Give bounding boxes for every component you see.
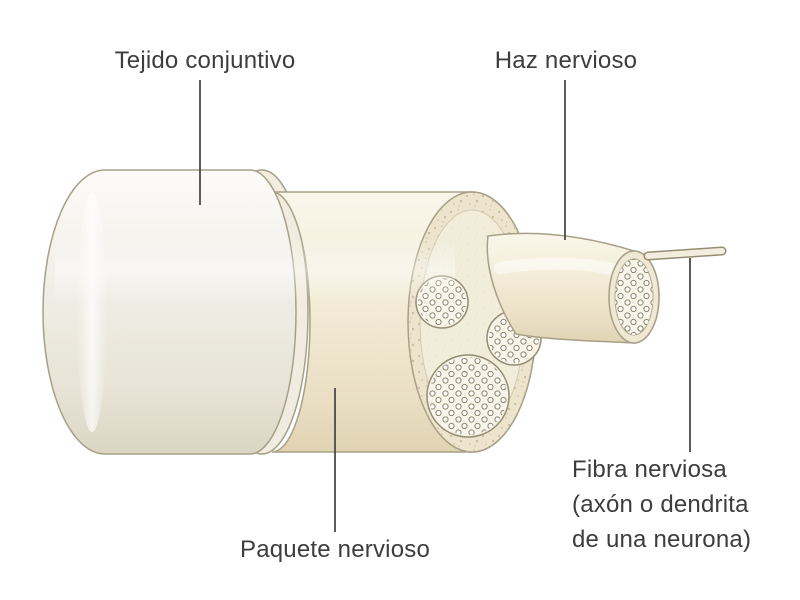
nerve-packet-label: Paquete nervioso <box>240 536 430 563</box>
nerve-fiber-rod <box>643 246 727 261</box>
nerve-bundle-label: Haz nervioso <box>494 47 638 74</box>
highlight-band <box>55 238 455 302</box>
nerve-fiber-label-line2: (axón o dendrita <box>572 491 749 518</box>
connective-tissue-sheath <box>42 169 297 455</box>
nerve-fiber-label: Fibra nerviosa (axón o dendrita de una n… <box>572 452 751 557</box>
connective-tissue-label: Tejido conjuntivo <box>114 47 296 74</box>
nerve-fiber-label-line1: Fibra nerviosa <box>572 456 727 483</box>
nerve-bundle-face <box>608 250 660 344</box>
fascicle <box>426 354 510 438</box>
nerve-fiber-label-line3: de una neurona) <box>572 526 752 553</box>
